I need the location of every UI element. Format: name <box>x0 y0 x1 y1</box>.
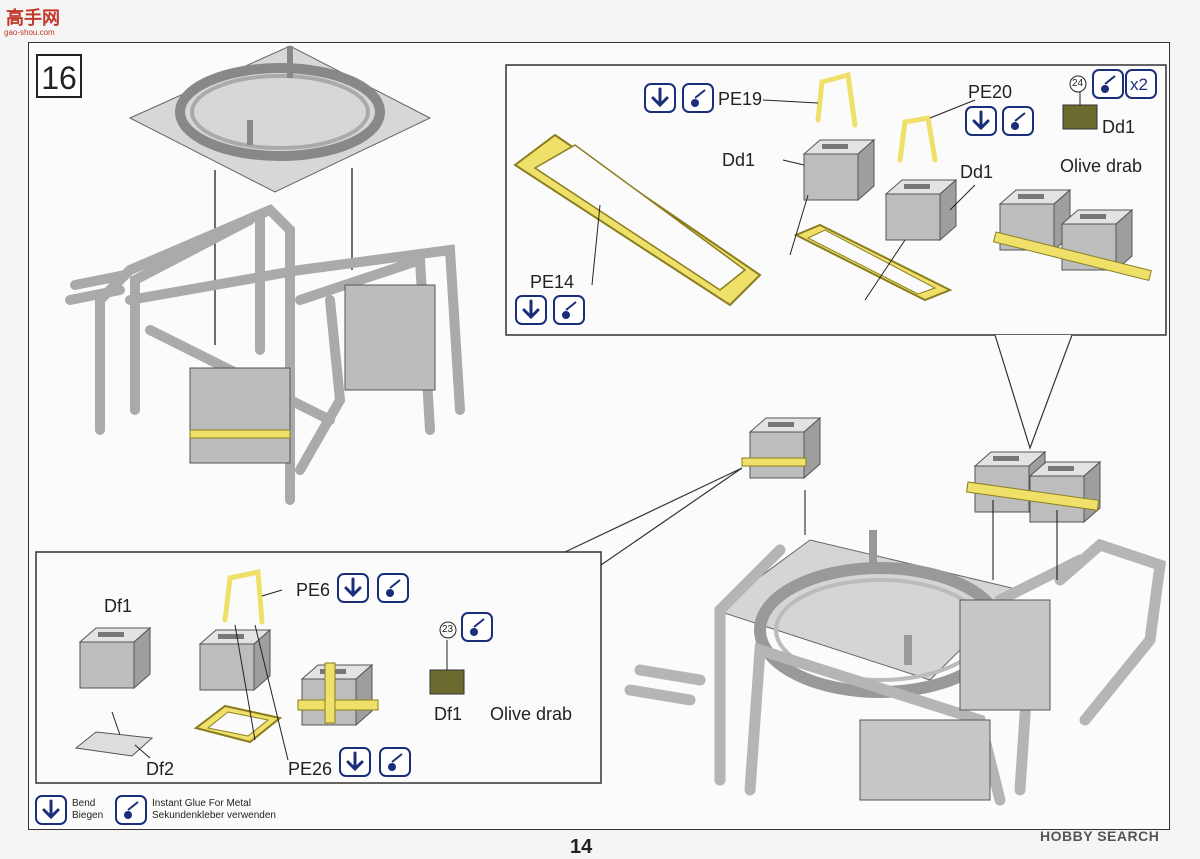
label-paint-dd1: Dd1 <box>1102 117 1136 137</box>
source-watermark: HOBBY SEARCH <box>1040 828 1160 844</box>
legend-bend: Bend Biegen <box>72 798 103 822</box>
label-pe26: PE26 <box>288 759 333 779</box>
label-dd1-right: Dd1 <box>960 162 994 182</box>
label-df2: Df2 <box>146 759 175 779</box>
legend-glue-en: Instant Glue For Metal <box>152 798 251 809</box>
legend-bend-de: Biegen <box>72 810 104 821</box>
label-pe14: PE14 <box>530 272 575 292</box>
top-inset-parts <box>513 69 1157 326</box>
legend-glue-de: Sekundenkleber verwenden <box>152 810 276 821</box>
bottom-inset-parts <box>74 568 493 778</box>
label-paint-df1: Df1 <box>434 704 463 724</box>
page-number: 14 <box>570 836 593 858</box>
label-olive-drab-bottom: Olive drab <box>490 704 573 724</box>
label-pe19: PE19 <box>718 89 763 109</box>
watermark-logo: 高手网 <box>6 8 60 28</box>
legend-bend-en: Bend <box>72 798 96 809</box>
paint-number-24: 24 <box>1072 78 1084 89</box>
main-right-assembly <box>624 417 1167 806</box>
paint-number-23: 23 <box>442 624 454 635</box>
label-pe6: PE6 <box>296 580 331 600</box>
main-left-assembly <box>65 45 465 505</box>
label-df1: Df1 <box>104 596 133 616</box>
watermark-url: gao-shou.com <box>4 28 55 37</box>
legend-glue: Instant Glue For Metal Sekundenkleber ve… <box>152 798 276 822</box>
step-number: 16 <box>36 54 82 98</box>
label-olive-drab-top: Olive drab <box>1060 156 1143 176</box>
label-dd1-left: Dd1 <box>722 150 756 170</box>
multiplier-x2: x2 <box>1130 75 1148 94</box>
label-pe20: PE20 <box>968 82 1013 102</box>
